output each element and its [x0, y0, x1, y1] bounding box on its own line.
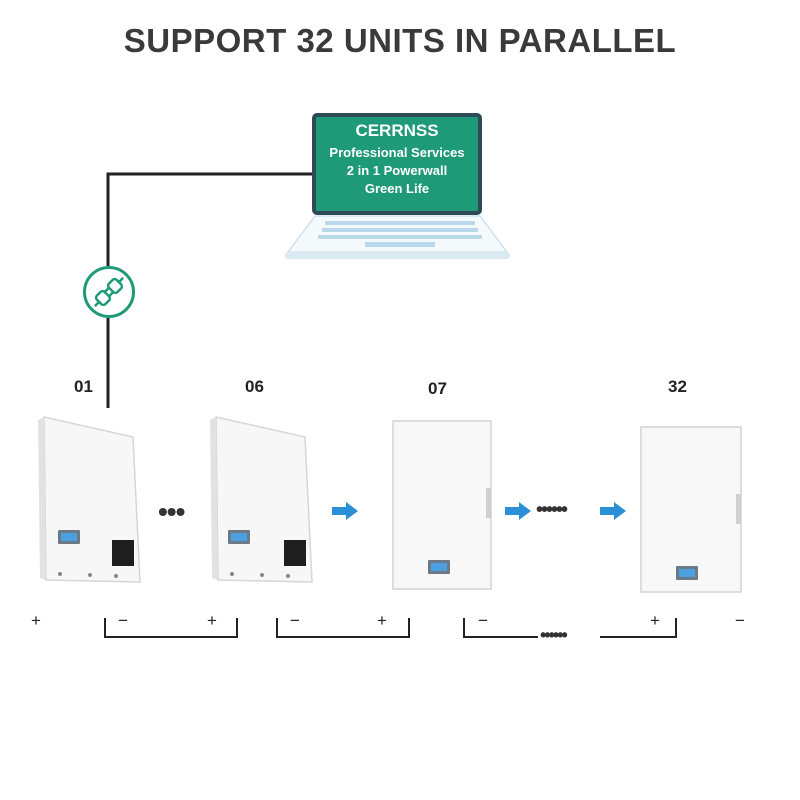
bracket-06-07 — [276, 618, 410, 638]
page-title: SUPPORT 32 UNITS IN PARALLEL — [123, 22, 677, 59]
plug-connection-icon — [83, 266, 135, 318]
battery-unit-07 — [392, 420, 492, 590]
battery-unit-32 — [640, 426, 742, 593]
battery-unit-01 — [38, 416, 141, 583]
terminal-minus: − — [290, 611, 300, 630]
terminal-plus: + — [377, 611, 387, 630]
laptop-screen: CERRNSS Professional Services 2 in 1 Pow… — [312, 113, 482, 215]
right-arrow-icon — [600, 502, 626, 520]
communication-cable — [106, 172, 312, 266]
unit-label-01: 01 — [74, 377, 93, 396]
ellipsis-dots-icon: ••• — [158, 496, 185, 527]
right-arrow-icon — [332, 502, 358, 520]
bracket-07-32-right — [600, 618, 677, 638]
ellipsis-dots-icon: •••••• — [536, 499, 568, 521]
bracket-07-32-left — [463, 618, 538, 638]
battery-unit-06 — [210, 416, 313, 583]
terminal-plus: + — [207, 611, 217, 630]
terminal-minus: − — [735, 611, 745, 630]
unit-label-07: 07 — [428, 379, 447, 398]
terminal-minus: − — [118, 611, 128, 630]
laptop-line-3: Green Life — [364, 181, 430, 196]
laptop-line-1: Professional Services — [329, 145, 465, 160]
terminal-plus: + — [31, 611, 41, 630]
laptop-keyboard — [285, 215, 510, 259]
unit-label-06: 06 — [245, 377, 264, 396]
bracket-01-06 — [104, 618, 238, 638]
ellipsis-dots-icon: •••••• — [540, 625, 568, 645]
terminal-minus: − — [478, 611, 488, 630]
laptop-line-2: 2 in 1 Powerwall — [346, 163, 448, 178]
laptop-brand: CERRNSS — [355, 121, 439, 140]
terminal-plus: + — [650, 611, 660, 630]
unit-label-32: 32 — [668, 377, 687, 396]
right-arrow-icon — [505, 502, 531, 520]
